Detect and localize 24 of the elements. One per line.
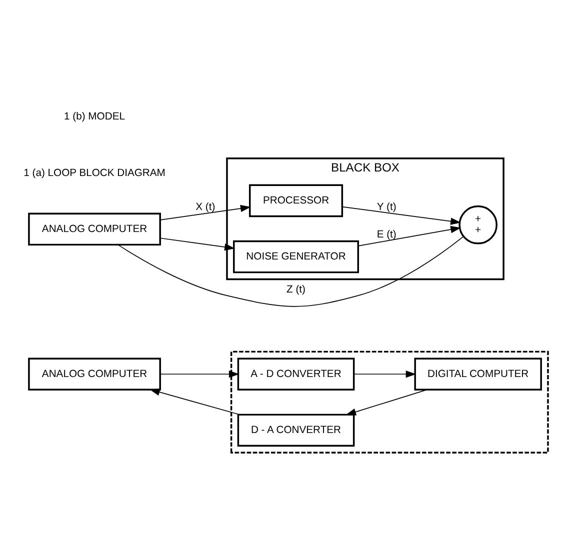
node-box: D - A CONVERTER bbox=[237, 413, 355, 446]
label: 1 (a) LOOP BLOCK DIAGRAM bbox=[24, 167, 166, 178]
arrow bbox=[150, 388, 240, 415]
arrow bbox=[346, 388, 428, 415]
edge-label: X (t) bbox=[196, 201, 216, 212]
arrow bbox=[160, 204, 251, 220]
node-circle: + + bbox=[458, 204, 498, 244]
edge-label: Y (t) bbox=[376, 201, 396, 212]
node-box: PROCESSOR bbox=[248, 184, 344, 217]
arrow bbox=[354, 370, 416, 378]
arrow bbox=[160, 237, 235, 250]
label: 1 (b) MODEL bbox=[64, 111, 125, 122]
connector bbox=[118, 236, 464, 306]
node-box: ANALOG COMPUTER bbox=[28, 357, 161, 390]
edge-label: Z (t) bbox=[286, 284, 306, 296]
arrow bbox=[342, 206, 461, 224]
arrow bbox=[358, 225, 462, 246]
node-box: DIGITAL COMPUTER bbox=[414, 357, 542, 390]
edge-label: E (t) bbox=[376, 228, 396, 240]
node-box: ANALOG COMPUTER bbox=[28, 212, 161, 246]
node-box: NOISE GENERATOR bbox=[233, 240, 359, 273]
node-box: A - D CONVERTER bbox=[237, 357, 355, 390]
arrow bbox=[160, 370, 240, 378]
cluster bbox=[230, 350, 549, 453]
